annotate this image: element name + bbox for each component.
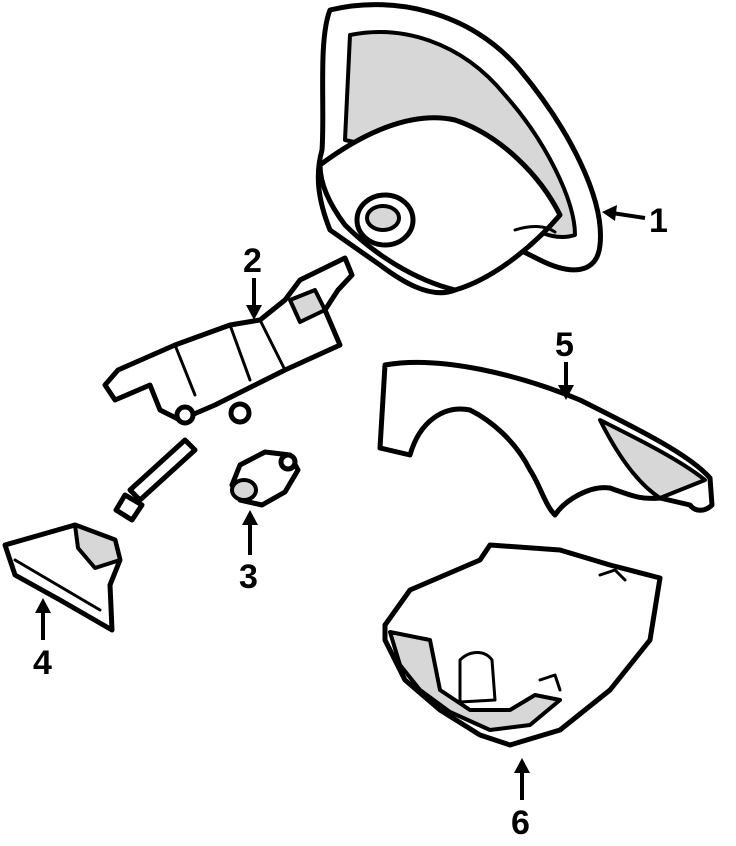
callout-labels: 1 2 3 4 5 6	[33, 202, 668, 842]
part-1-steering-wheel	[315, 2, 603, 296]
callout-label-2: 2	[243, 242, 262, 280]
callout-label-6: 6	[511, 804, 530, 842]
callout-arrowhead-4	[35, 598, 51, 613]
part-3-ignition-lock	[229, 449, 301, 508]
callout-label-1: 1	[649, 202, 668, 240]
callout-arrows	[35, 205, 646, 800]
part-4-boot	[2, 522, 123, 633]
callout-label-5: 5	[555, 326, 574, 364]
callout-arrowhead-3	[242, 510, 258, 525]
callout-arrowhead-5	[558, 385, 574, 400]
callout-arrowhead-1	[602, 205, 617, 221]
callout-label-3: 3	[239, 558, 258, 596]
callout-label-4: 4	[33, 644, 52, 682]
callout-arrowhead-6	[514, 758, 530, 773]
part-2-steering-column	[102, 255, 355, 523]
part-5-upper-shroud	[377, 359, 715, 518]
callout-arrow-1	[611, 211, 646, 220]
callout-arrowhead-2	[246, 305, 262, 320]
part-6-lower-shroud	[382, 542, 663, 748]
